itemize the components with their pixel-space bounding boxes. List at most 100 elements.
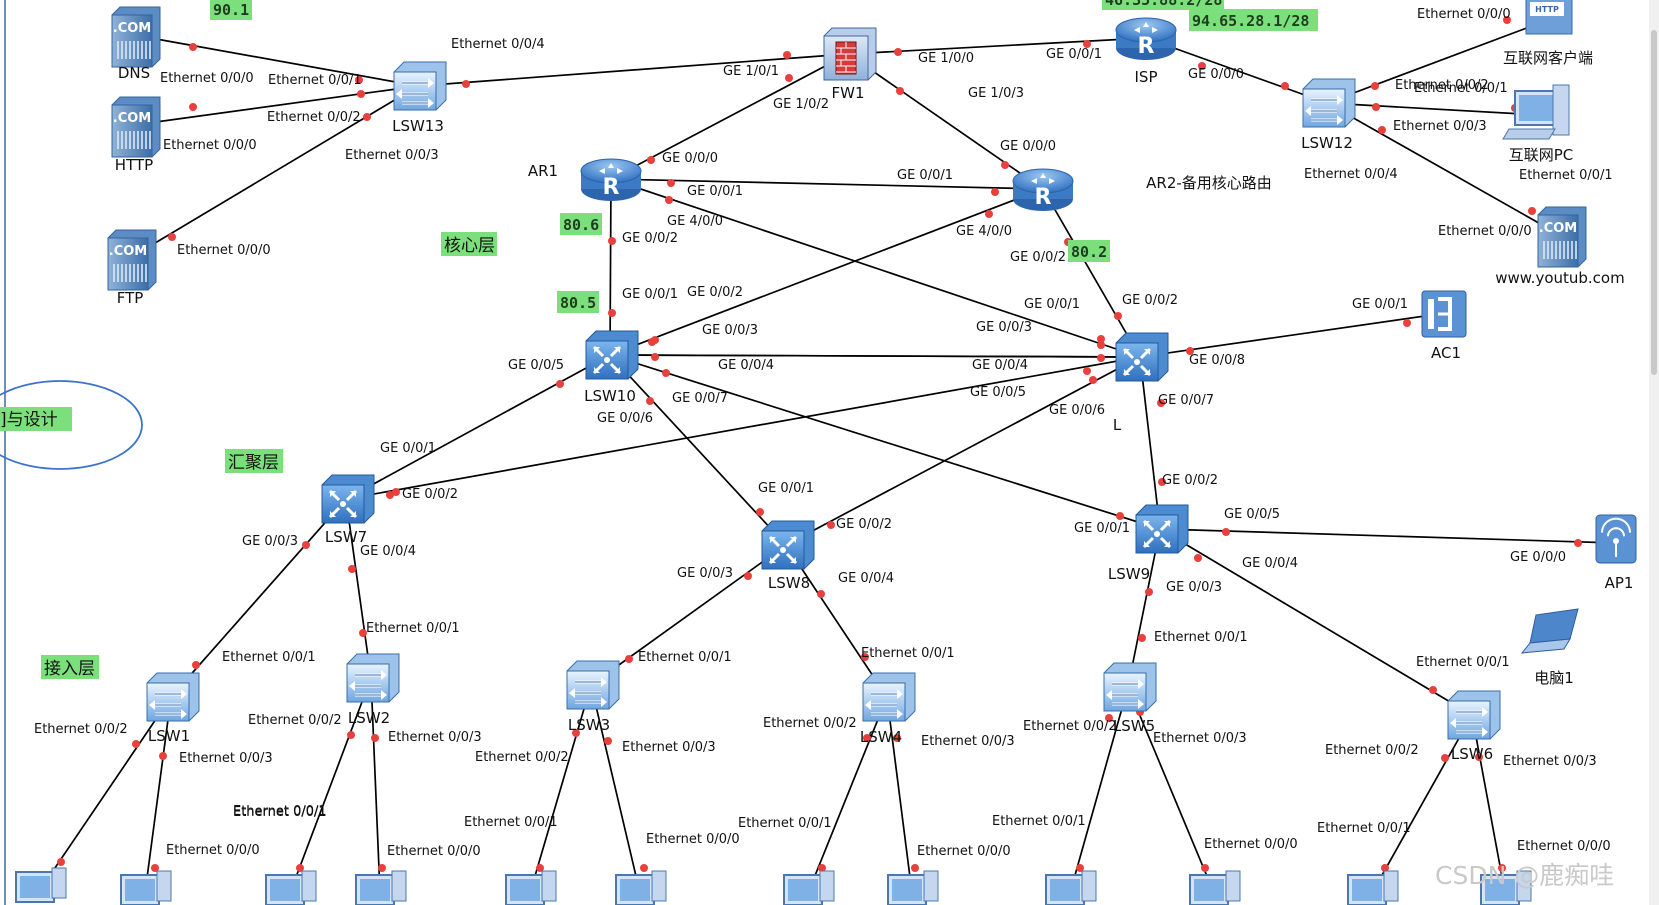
link-lsw6-pc11[interactable] [1371,714,1473,894]
device-lsw10[interactable]: LSW10 [584,330,639,405]
device-lsw5[interactable]: LSW5 [1103,662,1157,735]
pc-bottom[interactable] [120,870,172,905]
device-lsw3[interactable]: LSW3 [566,660,620,734]
link-lsw8-lsw3[interactable] [590,544,787,686]
link-lsw9-lsw5[interactable] [1127,528,1161,688]
port-label: GE 0/0/1 [380,441,436,456]
link-lsw12-httpc[interactable] [1326,19,1549,104]
link-lsw3-pc6[interactable] [590,684,641,894]
port-dot [462,80,470,88]
pc-bottom[interactable] [1347,870,1399,905]
link-lsw5-pc10[interactable] [1127,686,1215,894]
port-label: Ethernet 0/0/1 [222,650,316,665]
link-ar1-lsw10[interactable] [609,178,612,356]
svg-text:汇聚层: 汇聚层 [228,453,279,473]
link-http-lsw13[interactable] [133,85,419,126]
link-lsw10-lsw7[interactable] [345,354,611,500]
pc-bottom[interactable] [505,870,557,905]
device-lsw8[interactable]: LSW8 [761,520,815,592]
link-dns-lsw13[interactable] [133,34,419,87]
device-ap1[interactable]: AP1 [1595,514,1637,592]
device-lsw6[interactable]: LSW6 [1447,690,1501,763]
device-label: ISP [1135,68,1158,86]
link-lsw2-pc4[interactable] [370,677,381,894]
pc-bottom[interactable] [355,870,407,905]
link-lsw10-lsw9[interactable] [609,354,1161,530]
link-lsw8-lsw4[interactable] [785,544,888,698]
link-lsw5-pc9[interactable] [1069,686,1129,894]
link-isp-lsw12[interactable] [1145,37,1328,104]
pc-bottom[interactable] [1189,870,1241,905]
port-dot [1403,319,1411,327]
scrollbar[interactable] [1649,0,1659,905]
link-lsw4-pc7[interactable] [807,696,888,894]
device-lsw13[interactable]: LSW13 [392,61,447,135]
link-lsw12-yt[interactable] [1326,102,1561,236]
device-lsw7[interactable]: LSW7 [321,474,375,546]
device-laptop1[interactable]: 电脑1 [1520,608,1579,687]
port-label: GE 0/0/7 [1158,393,1214,408]
link-lsw1-pc2[interactable] [144,696,172,894]
port-dot [608,309,616,317]
link-ar1-ar2[interactable] [610,178,1044,190]
link-lsw6-pc12[interactable] [1471,714,1506,894]
device-lsw9[interactable]: LSW9 [1108,504,1189,583]
port-dot [1105,714,1113,722]
link-ar2-l[interactable] [1042,188,1141,358]
pc-bottom[interactable] [1045,870,1097,905]
device-ac1[interactable]: AC1 [1421,290,1467,362]
port-dot [1498,864,1506,872]
pc-bottom[interactable] [265,870,317,905]
device-lsw2[interactable]: LSW2 [346,653,400,727]
pc-bottom[interactable] [887,870,939,905]
link-lsw12-pc[interactable] [1326,102,1542,116]
link-l-lsw7[interactable] [345,356,1141,500]
ip-tag: 80.5 [557,291,599,313]
port-label: GE 0/0/3 [242,534,298,549]
scrollbar-thumb[interactable] [1651,30,1657,375]
device-label: LSW9 [1108,565,1150,583]
link-l-lsw8[interactable] [785,356,1141,546]
link-lsw1-pc1[interactable] [39,696,172,891]
port-label: Ethernet 0/0/3 [1503,754,1597,769]
pc-bottom[interactable] [1480,870,1532,905]
port-label: Ethernet 0/0/1 [1317,821,1411,836]
link-ar2-lsw10[interactable] [609,188,1044,356]
link-lsw7-lsw2[interactable] [345,498,372,679]
device-lsw4[interactable]: LSW4 [860,672,916,746]
pc-bottom[interactable] [783,870,835,905]
link-lsw9-ap1[interactable] [1159,528,1617,544]
link-lsw13-fw1[interactable] [417,53,849,87]
port-dot [189,103,197,111]
link-ar1-l[interactable] [610,178,1141,358]
link-lsw3-pc5[interactable] [529,684,592,894]
device-lsw12[interactable]: LSW12 [1301,78,1356,152]
link-l-lsw9[interactable] [1139,356,1161,530]
pc-bottom[interactable] [615,870,667,905]
port-dot [347,731,355,739]
link-lsw7-lsw1[interactable] [170,498,347,698]
link-lsw2-pc3[interactable] [289,677,372,894]
device-lsw1[interactable]: LSW1 [146,672,200,745]
link-lsw9-lsw6[interactable] [1159,528,1473,716]
device-fw1[interactable]: FW1 [823,27,877,102]
device-l[interactable]: L [1113,332,1169,434]
link-fw1-ar2[interactable] [847,53,1044,190]
port-label: GE 0/0/8 [1189,353,1245,368]
link-l-ac1[interactable] [1139,312,1447,358]
pc-bottom[interactable] [15,867,67,903]
port-label: Ethernet 0/0/1 [638,650,732,665]
link-lsw10-l[interactable] [609,354,1141,358]
link-lsw4-pc8[interactable] [886,696,913,894]
port-label: Ethernet 0/0/0 [387,844,481,859]
device-pc[interactable]: 互联网PC [1502,84,1573,164]
port-label: Ethernet 0/0/0 [166,843,260,858]
